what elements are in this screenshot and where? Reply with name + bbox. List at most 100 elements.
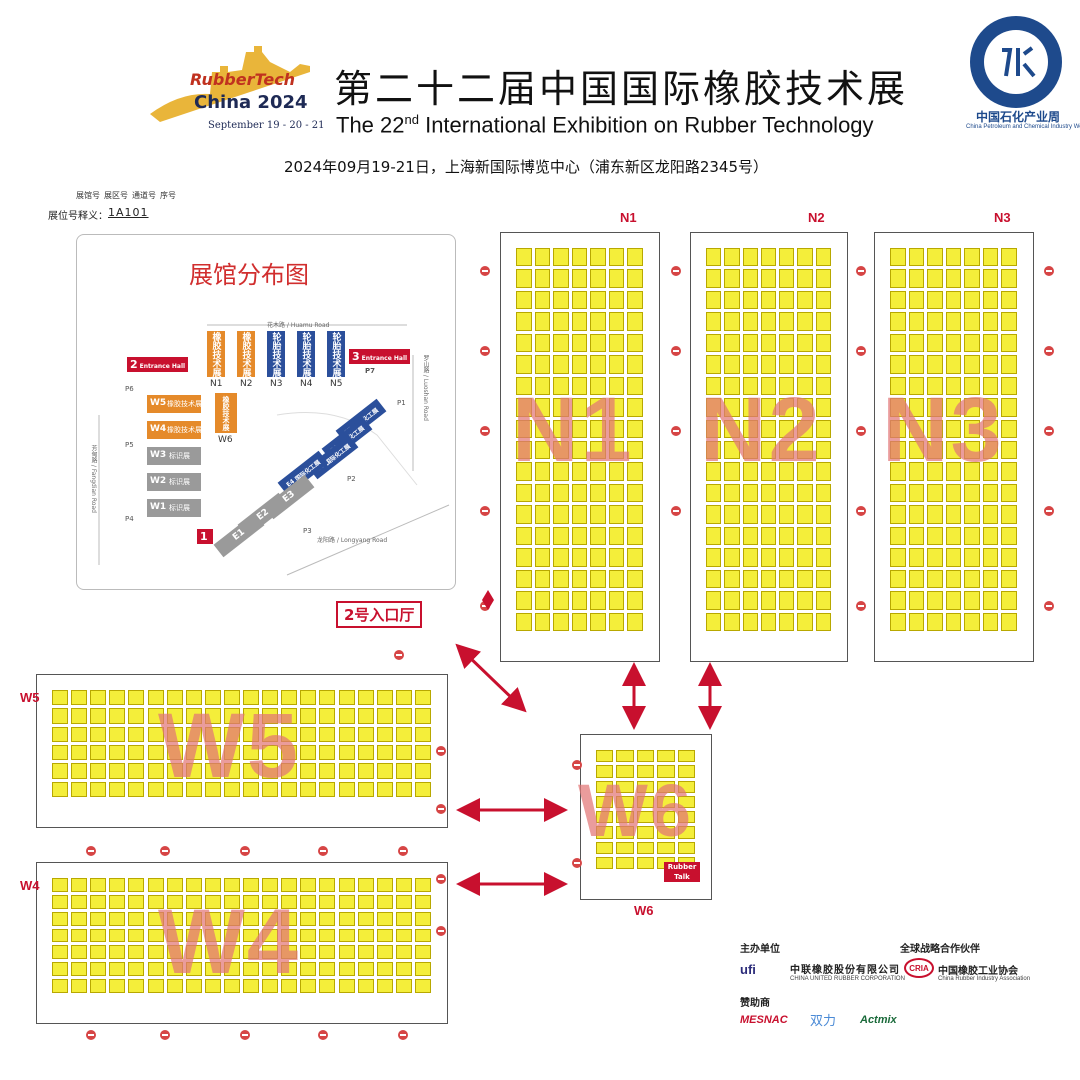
booth-cell: [571, 333, 588, 353]
booth-cell: [982, 591, 999, 610]
entrance-3-num: 3: [352, 350, 360, 363]
overview-hall-w6: 橡胶技术展: [215, 393, 237, 433]
booth-cell: [627, 612, 643, 631]
booth-cell: [109, 726, 126, 742]
booth-cell: [300, 763, 317, 779]
booth-cell: [927, 569, 943, 589]
booth-cell: [534, 333, 551, 353]
booth-cell: [908, 376, 925, 396]
booth-cell: [724, 398, 740, 417]
booth-cell: [890, 569, 906, 589]
booth-cell: [627, 548, 643, 567]
booth-cell: [815, 376, 831, 396]
booth-cell: [1001, 612, 1017, 631]
booth-cell: [596, 750, 614, 763]
booth-cell: [571, 483, 588, 503]
booth-cell: [590, 462, 606, 481]
booth-cell: [147, 945, 164, 960]
booth-cell: [338, 945, 355, 960]
booth-cell: [571, 376, 588, 396]
booth-cell: [742, 398, 758, 417]
booth-cell: [760, 483, 777, 503]
partner-heading: 全球战略合作伙伴: [900, 944, 980, 955]
booth-cell: [395, 878, 412, 892]
booth-cell: [779, 376, 795, 396]
booth-cell: [204, 745, 221, 761]
booth-cell: [109, 763, 126, 779]
sponsor-heading: 赞助商: [740, 998, 770, 1009]
booth-cell: [677, 795, 695, 808]
booth-cell: [779, 269, 795, 288]
booth-cell: [414, 979, 431, 993]
booth-cell: [319, 928, 336, 943]
booth-cell: [742, 290, 758, 310]
booth-cell: [243, 962, 260, 977]
booth-cell: [815, 269, 831, 288]
booth-cell: [706, 333, 722, 353]
booth-cell: [516, 355, 532, 374]
booth-cell: [706, 612, 722, 631]
booth-cell: [147, 745, 164, 761]
booth-cell: [204, 781, 221, 797]
booth-cell: [338, 979, 355, 993]
booth-cell: [571, 548, 588, 567]
booth-cell: [395, 894, 412, 909]
booth-cell: [71, 781, 88, 797]
booth-cell: [964, 505, 980, 524]
booth-cell: [553, 441, 569, 460]
booth-cell: [608, 355, 625, 374]
booth-cell: [608, 548, 625, 567]
booth-cell: [185, 708, 202, 724]
booth-cell: [319, 690, 336, 706]
gate-icon: [436, 746, 446, 756]
booth-cell: [724, 290, 740, 310]
booth-cell: [590, 612, 606, 631]
booth-cell: [742, 483, 758, 503]
booth-cell: [724, 419, 740, 438]
booth-cell: [779, 248, 795, 267]
booth-cell: [90, 962, 107, 977]
booth-cell: [706, 269, 722, 288]
booth-cell: [760, 548, 777, 567]
booth-cell: [71, 979, 88, 993]
booth-cell: [706, 569, 722, 589]
booth-cell: [414, 911, 431, 926]
booth-cell: [890, 462, 906, 481]
booth-cell: [927, 269, 943, 288]
booth-cell: [590, 248, 606, 267]
booth-cell: [262, 878, 279, 892]
booth-cell: [908, 441, 925, 460]
booth-cell: [608, 526, 625, 546]
booth-cell: [945, 548, 962, 567]
rubber-talk-badge: Rubber Talk: [664, 862, 700, 882]
booth-cell: [71, 708, 88, 724]
booth-cell: [376, 962, 393, 977]
booth-cell: [742, 419, 758, 438]
booth-cell: [724, 505, 740, 524]
booth-cell: [553, 505, 569, 524]
booth-cell: [395, 690, 412, 706]
hall-label-w5: W5: [20, 690, 40, 705]
booth-cell: [204, 690, 221, 706]
booth-cell: [553, 548, 569, 567]
booth-cell: [128, 928, 145, 943]
booth-cell: [927, 591, 943, 610]
booth-cell: [657, 841, 675, 854]
booth-cell: [71, 945, 88, 960]
booth-cell: [338, 726, 355, 742]
booth-cell: [319, 894, 336, 909]
booth-cell: [636, 826, 655, 839]
booth-cell: [797, 269, 813, 288]
booth-cell: [52, 911, 69, 926]
booth-cell: [166, 928, 183, 943]
gate-icon: [160, 1030, 170, 1040]
booth-cell: [742, 569, 758, 589]
booth-cell: [338, 708, 355, 724]
mesnac-logo: MESNAC: [740, 1014, 788, 1026]
booth-cell: [90, 928, 107, 943]
booth-cell: [534, 483, 551, 503]
booth-cell: [608, 398, 625, 417]
booth-cell: [590, 312, 606, 331]
booth-cell: [185, 726, 202, 742]
booth-cell: [706, 526, 722, 546]
